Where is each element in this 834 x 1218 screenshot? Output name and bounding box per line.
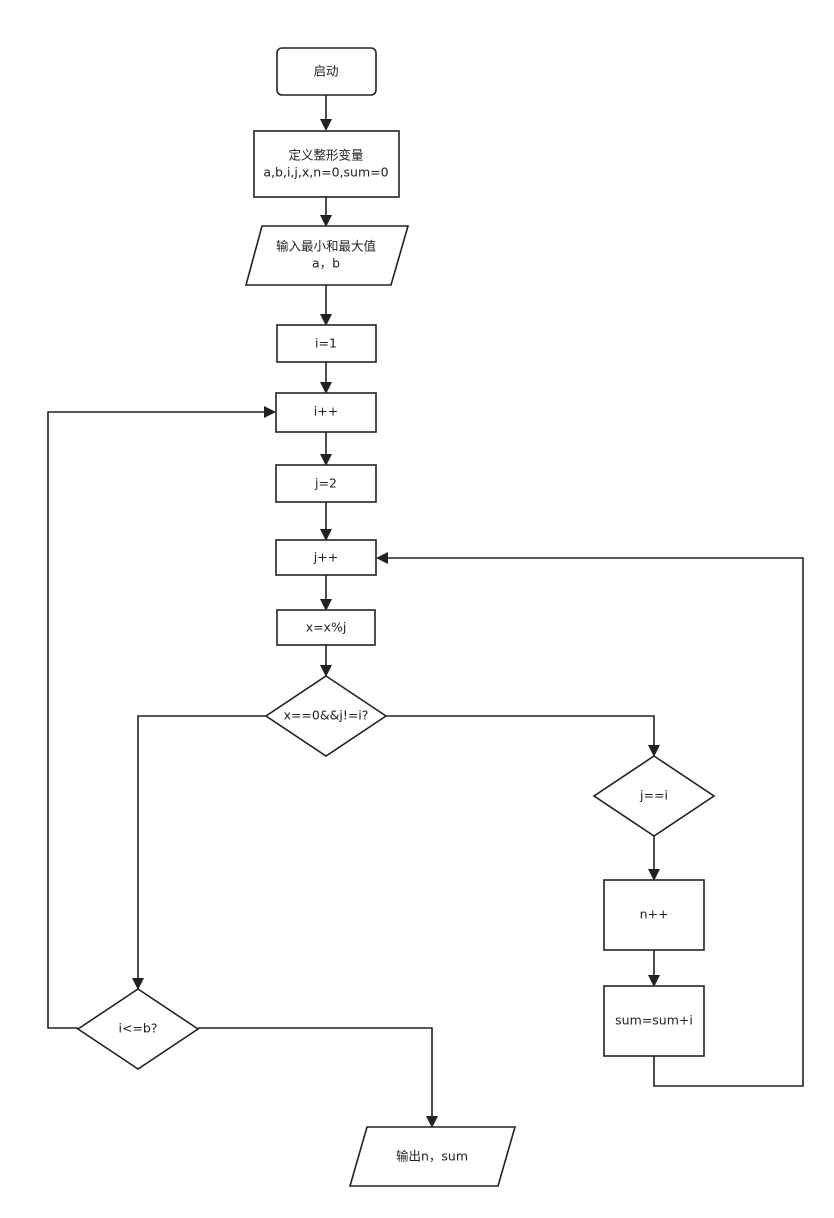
divisible-decision-label: x==0&&j!=i? [284, 708, 369, 723]
modulo-x-node: x=x%j [276, 609, 376, 646]
define-variables-label-1: 定义整形变量 [288, 148, 363, 163]
start-label: 启动 [313, 64, 338, 79]
increment-i-label: i++ [314, 404, 338, 419]
output-label: 输出n，sum [396, 1149, 468, 1164]
j-equals-i-label: j==i [639, 788, 668, 803]
define-variables-node: 定义整形变量 a,b,i,j,x,n=0,sum=0 [253, 130, 400, 198]
init-j-node: j=2 [275, 464, 377, 503]
increment-j-label: j++ [313, 550, 338, 565]
connectors [47, 95, 804, 1128]
edge-i-le-b-to-output [198, 1027, 438, 1128]
input-range-node: 输入最小和最大值 a，b [244, 225, 410, 286]
edge-add-sum-loop-to-inc-j [376, 552, 804, 1087]
init-j-label: j=2 [314, 476, 337, 491]
add-sum-label: sum=sum+i [615, 1013, 693, 1028]
i-le-b-decision-node: i<=b? [76, 988, 200, 1070]
output-node: 输出n，sum [348, 1126, 517, 1187]
edge-i-le-b-loop-to-inc-i [47, 406, 276, 1029]
divisible-decision-node: x==0&&j!=i? [264, 675, 388, 757]
increment-j-node: j++ [275, 539, 377, 576]
init-i-label: i=1 [315, 336, 337, 351]
i-le-b-label: i<=b? [119, 1021, 158, 1036]
input-range-label-1: 输入最小和最大值 [276, 239, 376, 254]
input-range-label-2: a，b [312, 256, 340, 271]
start-node: 启动 [276, 47, 377, 96]
j-equals-i-decision-node: j==i [592, 755, 716, 837]
increment-i-node: i++ [275, 392, 377, 433]
add-sum-node: sum=sum+i [603, 985, 705, 1057]
edge-cond-right-to-j-equals-i [386, 715, 660, 757]
increment-n-node: n++ [603, 879, 705, 951]
increment-n-label: n++ [640, 907, 669, 922]
define-variables-label-2: a,b,i,j,x,n=0,sum=0 [263, 165, 388, 180]
edge-cond-left-to-i-le-b [132, 715, 266, 990]
init-i-node: i=1 [276, 324, 377, 363]
modulo-x-label: x=x%j [306, 620, 347, 635]
